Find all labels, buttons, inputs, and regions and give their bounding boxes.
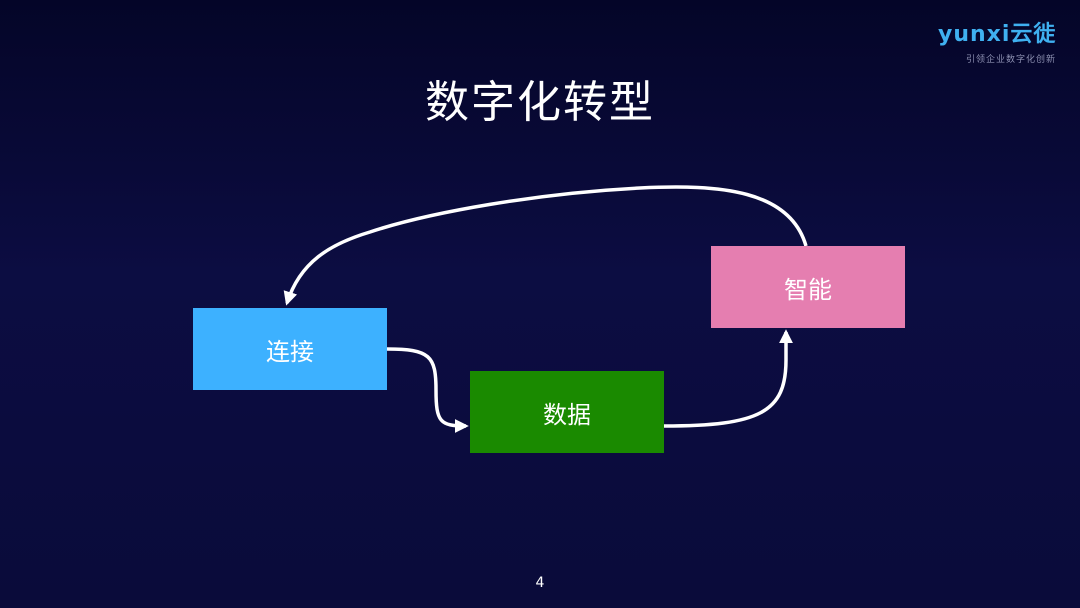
brand-logo: yunxi云徙 引领企业数字化创新 [938,22,1056,65]
page-number: 4 [535,575,545,591]
arrow-connect-to-data [386,347,469,433]
slide-title: 数字化转型 [425,77,655,128]
node-connect: 连接 [193,308,387,390]
node-data: 数据 [470,371,664,453]
arrow-data-to-intelligence [663,329,793,428]
logo-brand-text: yunxi云徙 [938,22,1057,47]
arrow-intelligence-to-connect [283,185,808,306]
logo-tagline: 引领企业数字化创新 [965,55,1056,65]
node-intelligence: 智能 [711,246,905,328]
